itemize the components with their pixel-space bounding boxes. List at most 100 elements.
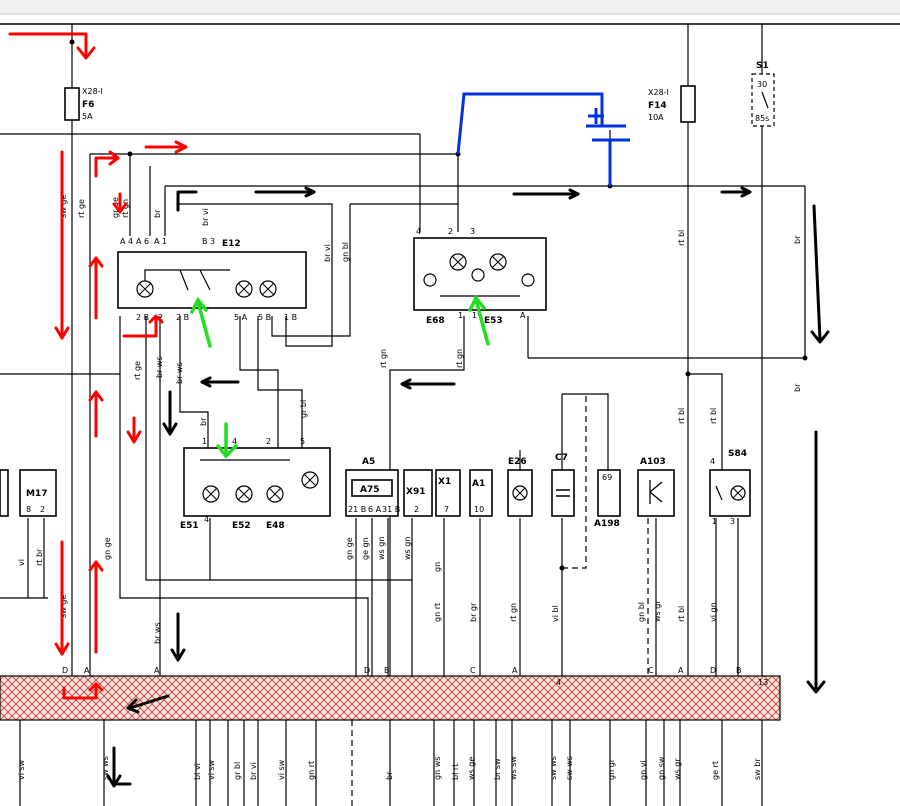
wire-label: rt br [35,548,44,566]
green-arrows [190,294,490,459]
e12-pin-5b: 5 B [258,313,271,322]
wire-label: vi gn [709,602,718,622]
component-e12: E12 A 4 A 6 A 1 B 3 2 B 2 2 B 5 A 5 B 1 … [117,237,307,322]
bottom-wire-labels: vi sw sw ws bl vi vi sw gr bl br vi vi s… [17,756,762,780]
bottom-label: ge rt [711,761,720,780]
wire-label: rt bl [677,230,686,246]
component-x1: X1 7 [435,469,461,517]
m17-pin-2: 2 [40,505,45,514]
wire-label: ws gn [377,537,386,560]
a198-label: A198 [594,519,620,529]
e26-label: E26 [508,457,527,467]
component-c7: C7 [551,453,575,517]
window-header-strip [0,0,900,14]
a1-pin: 10 [474,505,484,514]
fuse-f6-connector: X28-I [82,87,103,96]
e51-pin-1: 1 [202,437,207,446]
e48-label: E48 [266,521,285,531]
bus-pin: C [648,666,654,675]
component-a103: A103 [637,457,675,517]
fuse-f14-rating: 10A [648,113,664,122]
component-e51-e52-e48: 1 4 2 5 4 E51 E52 E48 [180,437,331,531]
bottom-label: sw ws [101,756,110,780]
wire-label: br gr [469,602,478,622]
e12-label: E12 [222,239,241,249]
a5-pin-21b: 21 B [348,505,366,514]
x91-pin: 2 [414,505,419,514]
bottom-label: sw ws [565,756,574,780]
wire-label: vi [17,559,26,566]
black-arrows [106,186,830,788]
wire-label: rt gn [455,349,464,368]
e51-label: E51 [180,521,199,531]
wire-label: rt gn [121,199,130,218]
e53-pin-1: 1 [472,311,477,320]
bottom-label: br sw [493,758,502,780]
wire-label: br vi [201,208,210,226]
e12-pin-a4: A 4 [120,237,133,246]
wire-label: br ws [153,622,162,644]
wire-label: br [153,209,162,218]
bottom-label: ws ge [467,757,476,780]
component-a198: 69 A198 [594,469,621,529]
component-s84: S84 4 1 3 [709,449,751,526]
wire-label: br [793,235,802,244]
bus-pin: C [470,666,476,675]
m17-pin-8: 8 [26,505,31,514]
component-x91: X91 2 [403,469,433,517]
wire-label: rt bl [677,606,686,622]
e12-pin-b3: B 3 [202,237,215,246]
bottom-label: br vi [249,762,258,780]
wire-label: gn ge [345,537,354,560]
s84-label: S84 [728,449,747,459]
component-e26: E26 [507,457,533,517]
fuse-f6-label: F6 [82,100,94,110]
e53-pin-a: A [520,311,526,320]
bus-pin: A [512,666,518,675]
bottom-label: ws sw [509,756,518,780]
e53-label: E53 [484,316,503,326]
fuse-f6: X28-I F6 5A [64,87,103,121]
wire-label: rt ge [133,361,142,380]
switch-s1: S1 30 85s [751,61,775,127]
fuse-f14-connector: X28-I [648,88,669,97]
a5-pin-6a: 6 A [368,505,382,514]
red-arrows [8,32,188,700]
x1-label: X1 [438,477,451,487]
wire-label: rt gn [379,349,388,368]
e52-label: E52 [232,521,251,531]
e68-pin-3: 3 [470,227,475,236]
supply-wires [0,24,808,806]
switch-s1-pin-top: 30 [757,80,767,89]
a103-label: A103 [640,457,666,467]
bottom-label: gn rt [307,761,316,780]
e68-pin-2: 2 [448,227,453,236]
wire-label: gn ge [103,537,112,560]
bottom-label: gn vi [639,760,648,780]
wire-label: rt bl [709,408,718,424]
e68-pin-1: 1 [458,311,463,320]
e12-pin-5a: 5 A [234,313,248,322]
wire-label: br ws [175,362,184,384]
wire-label: rt gn [509,603,518,622]
bottom-label: bl vi [193,763,202,780]
bottom-label: br [385,771,394,780]
wire-label: ws gr [653,600,662,622]
e12-pin-2b: 2 B [136,313,149,322]
a5-label: A5 [362,457,375,467]
c7-label: C7 [555,453,568,463]
e12-pin-1b: 1 B [284,313,297,322]
a198-pin: 69 [602,473,612,482]
wire-label: gn rt [433,603,442,622]
wire-label: rt ge [77,199,86,218]
bottom-label: bl rt [451,764,460,780]
bus-pin: 13 [758,678,768,687]
bottom-label: gn sw [657,756,666,780]
bottom-label: sw br [753,758,762,780]
s84-pin-1: 1 [712,517,717,526]
x1-pin: 7 [444,505,449,514]
fuse-f6-rating: 5A [82,112,93,121]
switch-s1-label: S1 [756,61,769,71]
bus-pin: B [384,666,390,675]
e68-label: E68 [426,316,445,326]
